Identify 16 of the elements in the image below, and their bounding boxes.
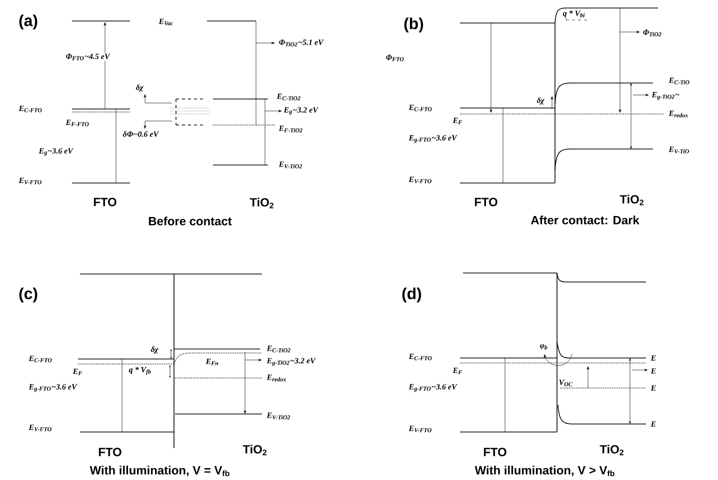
material-label: FTO (94, 198, 116, 206)
panel-label: (b) (404, 18, 424, 32)
material-label: TiO$_{2}$ (250, 198, 274, 208)
panel-label: (a) (19, 14, 38, 30)
panel-label: (c) (19, 288, 38, 302)
material-label: FTO (484, 448, 506, 456)
panel-caption: After contact: Dark (530, 216, 640, 224)
material-label: FTO (474, 198, 498, 206)
material-label: TiO$_{2}$ (620, 194, 644, 206)
material-label: FTO (98, 448, 122, 456)
material-label: TiO$_{2}$ (242, 444, 266, 456)
material-label: TiO$_{2}$ (600, 444, 624, 456)
panel-caption: With illumination, V > V$_{fb}$ (474, 466, 614, 476)
panel-caption: Before contact (148, 216, 232, 226)
panel-caption: With illumination, V = V$_{fb}$ (90, 466, 230, 476)
panel-label: (d) (402, 288, 422, 302)
